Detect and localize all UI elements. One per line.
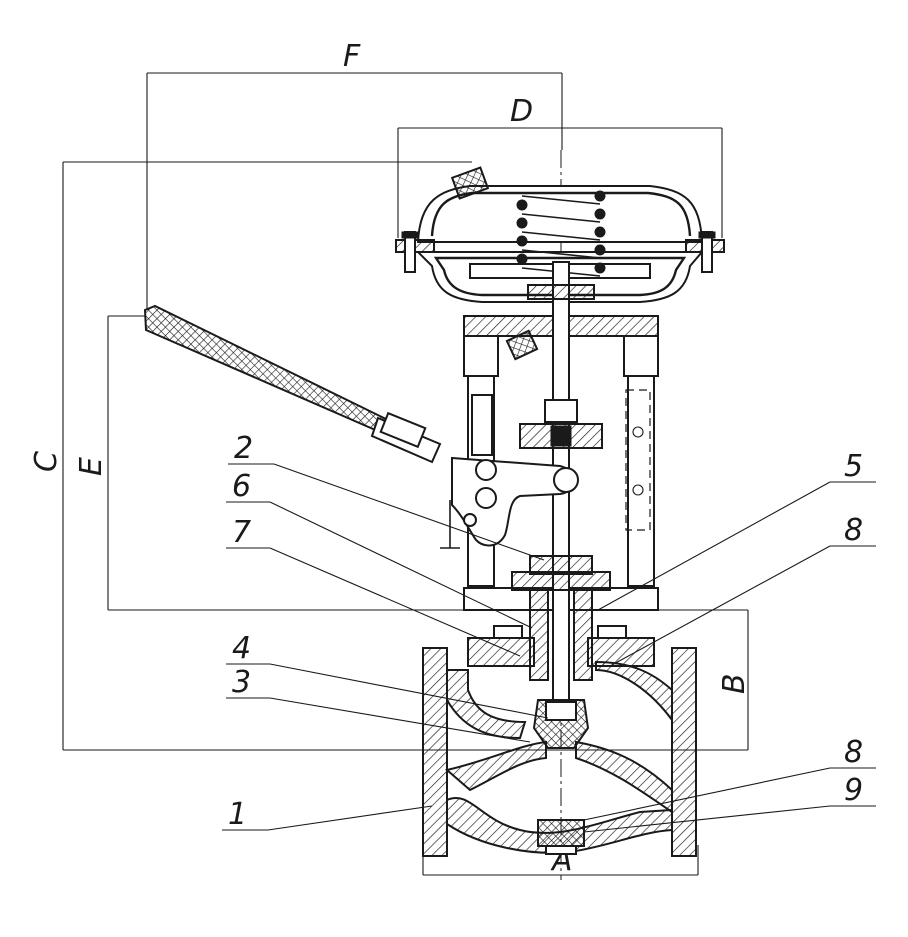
callout-5: 5 — [844, 449, 863, 484]
callout-4: 4 — [232, 631, 251, 666]
dimension-label-F: F — [343, 39, 361, 74]
callout-2: 2 — [234, 431, 253, 466]
dimension-label-E: E — [74, 457, 109, 476]
actuator-spring — [516, 190, 606, 277]
manual-lever — [143, 304, 579, 549]
callout-leaders — [222, 463, 876, 833]
dimension-C: C — [29, 161, 748, 751]
bonnet — [467, 555, 655, 681]
dimension-D: D — [397, 94, 723, 238]
callout-1: 1 — [228, 797, 247, 832]
dimension-F: F — [146, 39, 563, 310]
callout-8-lower: 8 — [844, 735, 863, 770]
callout-8-upper: 8 — [844, 513, 863, 548]
dimension-label-C: C — [29, 451, 64, 472]
dimension-label-B: B — [717, 673, 752, 694]
callout-9: 9 — [844, 773, 863, 808]
callout-3: 3 — [232, 665, 251, 700]
dimension-label-D: D — [510, 94, 533, 129]
dimension-B: B — [717, 610, 752, 750]
callout-7: 7 — [232, 515, 251, 550]
callout-6: 6 — [232, 469, 251, 504]
